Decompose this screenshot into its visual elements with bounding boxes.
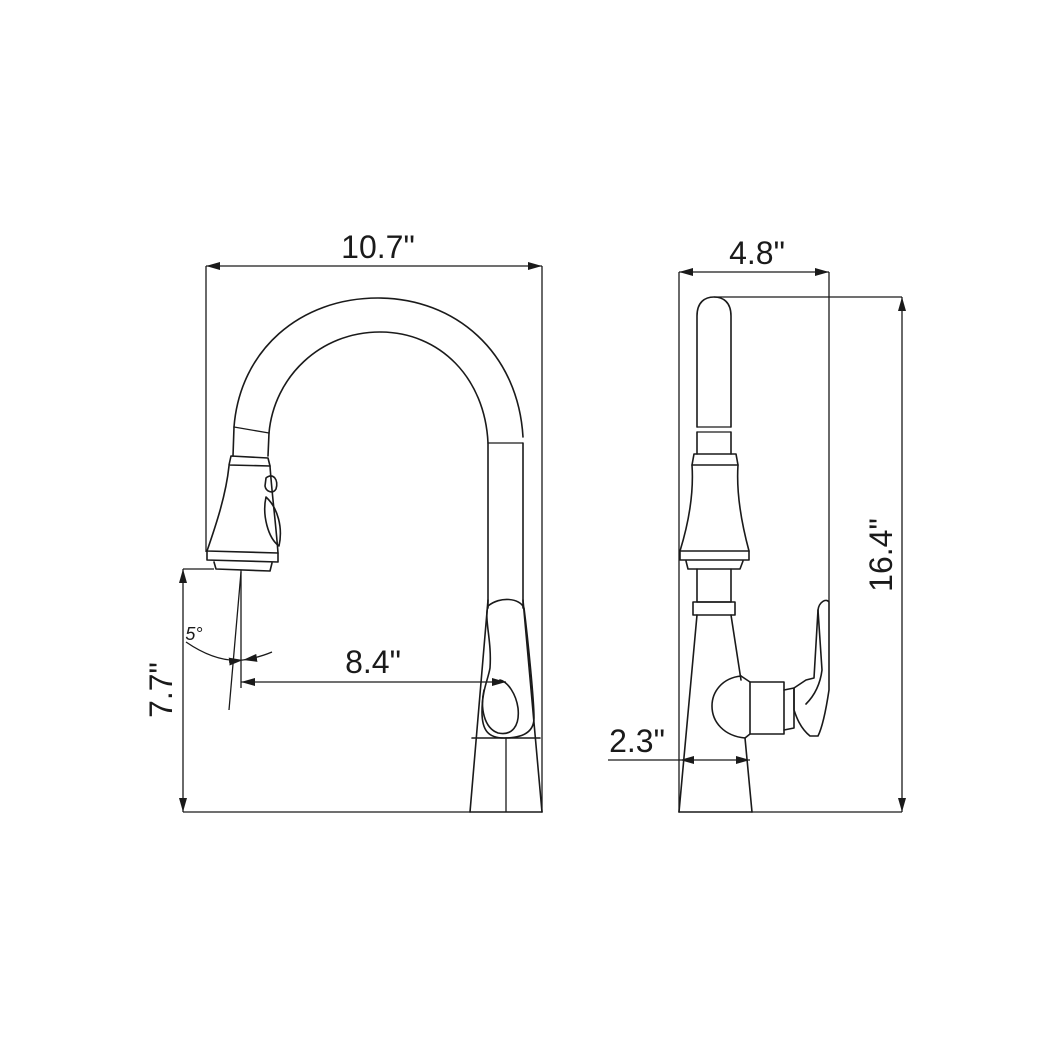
- side-spout: [696, 296, 732, 428]
- dim-label-total-height: 16.4": [863, 518, 899, 592]
- front-view: [185, 297, 543, 813]
- lever-handle: [481, 598, 535, 739]
- dim-label-spout-reach: 8.4": [345, 644, 401, 680]
- dim-label-overall-width: 10.7": [341, 229, 415, 265]
- spray-head: [206, 455, 282, 572]
- dimension-lines: [179, 262, 906, 813]
- side-body: [678, 568, 795, 813]
- dim-label-side-depth: 4.8": [729, 235, 785, 271]
- spray-button-icon: [264, 475, 278, 493]
- dim-label-spray-angle: 5°: [185, 624, 202, 644]
- spout-inner-arc: [268, 331, 489, 444]
- faucet-body: [469, 599, 543, 813]
- dim-label-spout-height: 7.7": [143, 662, 179, 718]
- side-lever-handle: [793, 599, 830, 737]
- side-spray-head: [679, 453, 750, 570]
- spout-outer-arc: [233, 297, 524, 438]
- side-view: [678, 296, 830, 813]
- dim-label-base-diameter: 2.3": [609, 723, 665, 759]
